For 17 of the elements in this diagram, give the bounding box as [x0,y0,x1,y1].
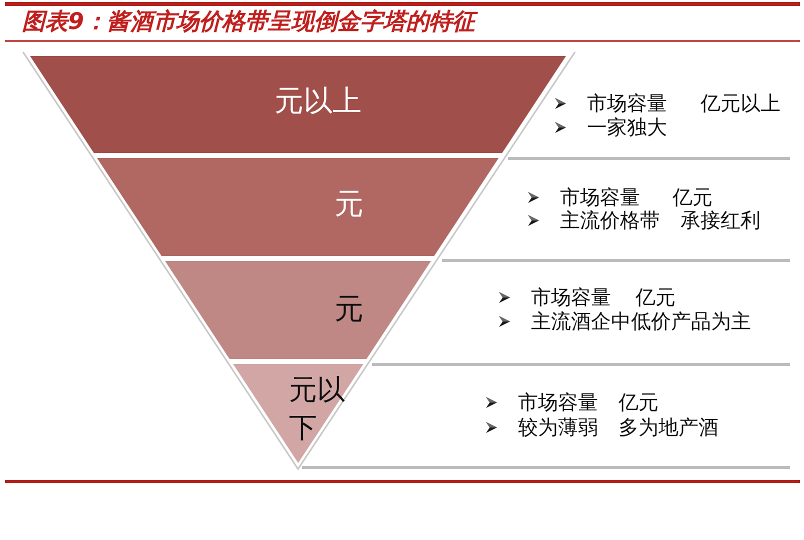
band-label: 元以上 [274,84,362,118]
band-label: 元以下 [288,372,346,446]
band-label: 元 [334,187,364,221]
bullet-text: 较为薄弱 多为地产酒 [518,415,718,439]
bullet-text: 市场容量 亿元 [518,390,658,414]
bullet-text: 市场容量 亿元以上 [587,91,780,115]
bullet-text: 主流价格带 承接红利 [560,208,760,232]
figure-title: 图表9：酱酒市场价格带呈现倒金字塔的特征 [22,8,476,36]
bullet-text: 市场容量 亿元 [560,185,712,209]
pyramid-band [97,158,499,256]
pyramid-band [232,364,364,463]
pyramid-band [30,56,566,153]
bullet-text: 市场容量 亿元 [531,285,676,309]
bullet-text: 主流酒企中低价产品为主 [531,309,751,333]
pyramid-band [164,261,431,359]
band-label: 元 [334,292,364,326]
bullet-text: 一家独大 [587,115,667,139]
